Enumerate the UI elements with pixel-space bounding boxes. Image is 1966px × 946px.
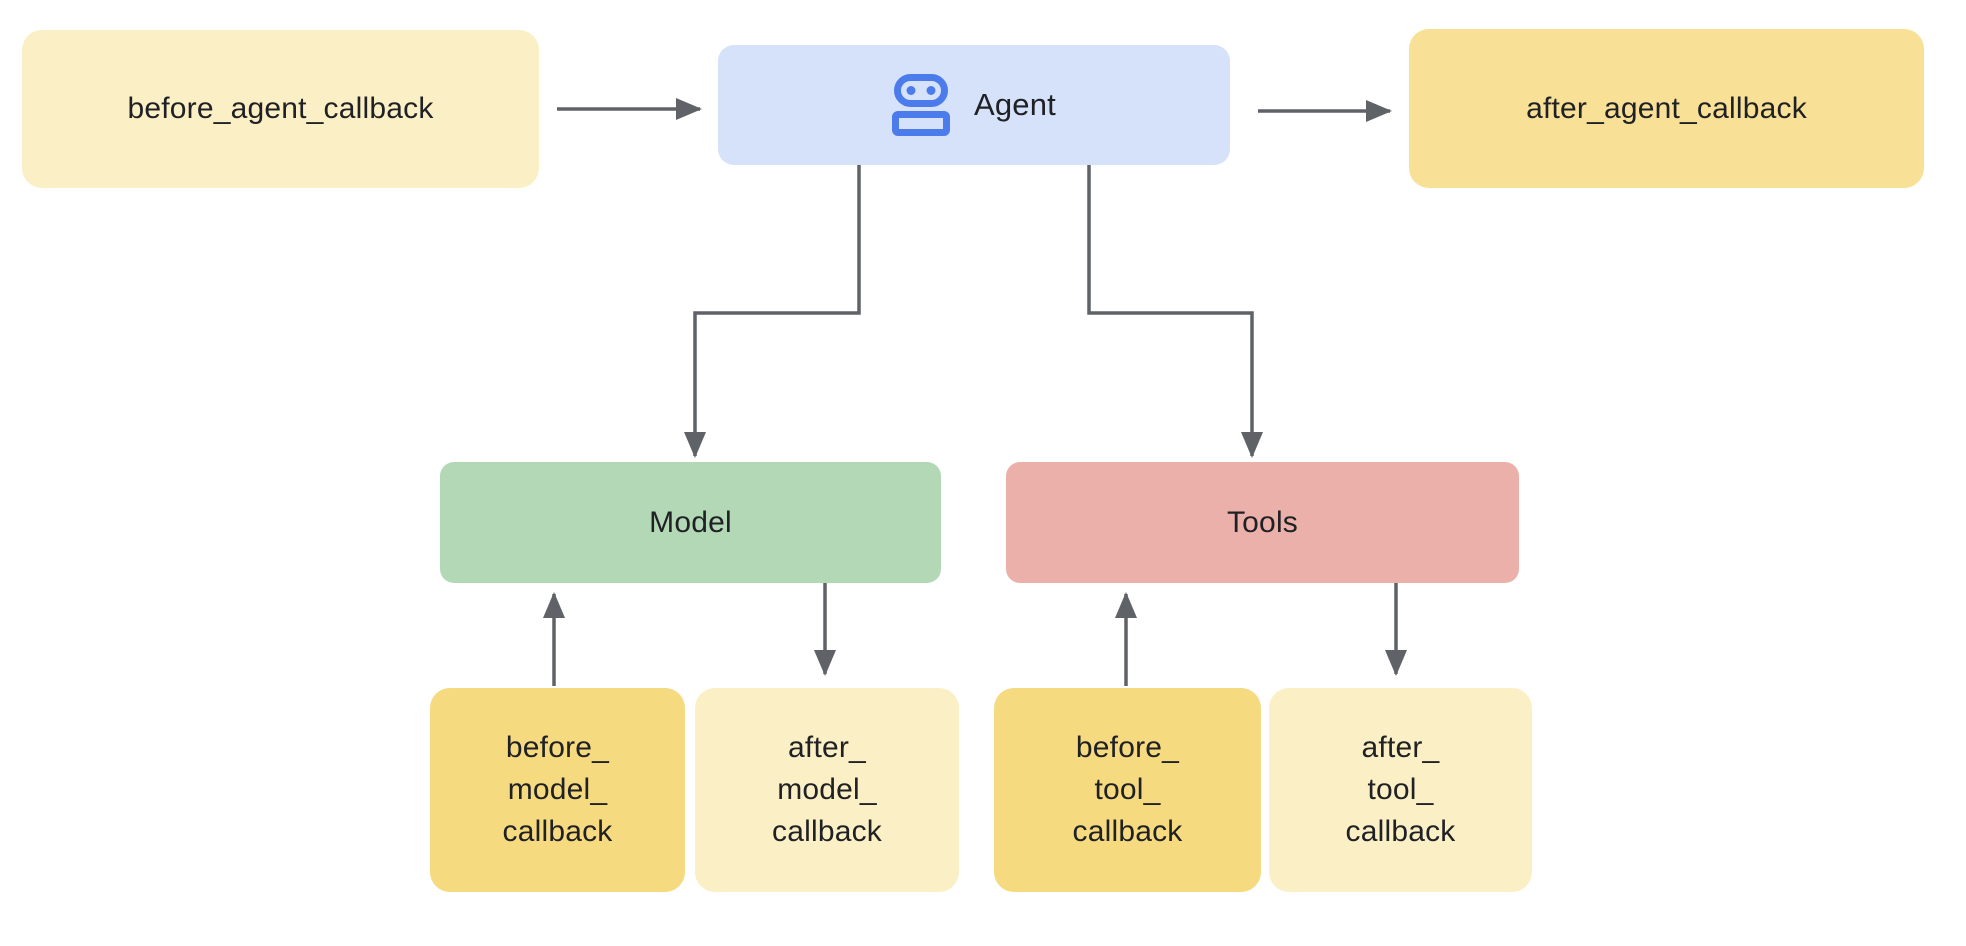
node-label: Tools bbox=[1226, 505, 1299, 539]
node-tools: Tools bbox=[1006, 462, 1519, 583]
node-before-tool-callback: before_ tool_ callback bbox=[994, 688, 1261, 892]
node-label: before_ tool_ callback bbox=[1072, 731, 1183, 848]
node-label: after_ tool_ callback bbox=[1345, 731, 1456, 848]
node-label: before_agent_callback bbox=[127, 92, 434, 125]
node-label: after_agent_callback bbox=[1526, 91, 1807, 125]
node-label: Agent bbox=[973, 87, 1056, 122]
connector-agent-to-model bbox=[684, 165, 861, 458]
robot-icon bbox=[891, 74, 950, 136]
node-label: Model bbox=[649, 505, 732, 539]
connector-agent-to-tools bbox=[1087, 165, 1263, 458]
node-before-model-callback: before_ model_ callback bbox=[430, 688, 685, 892]
node-agent: Agent bbox=[718, 45, 1230, 165]
node-label: before_ model_ callback bbox=[502, 731, 613, 848]
node-after-model-callback: after_ model_ callback bbox=[695, 688, 959, 892]
node-before-agent-callback: before_agent_callback bbox=[22, 30, 539, 188]
node-model: Model bbox=[440, 462, 941, 583]
node-label: after_ model_ callback bbox=[772, 731, 882, 848]
node-after-tool-callback: after_ tool_ callback bbox=[1269, 688, 1532, 892]
node-after-agent-callback: after_agent_callback bbox=[1409, 29, 1924, 188]
